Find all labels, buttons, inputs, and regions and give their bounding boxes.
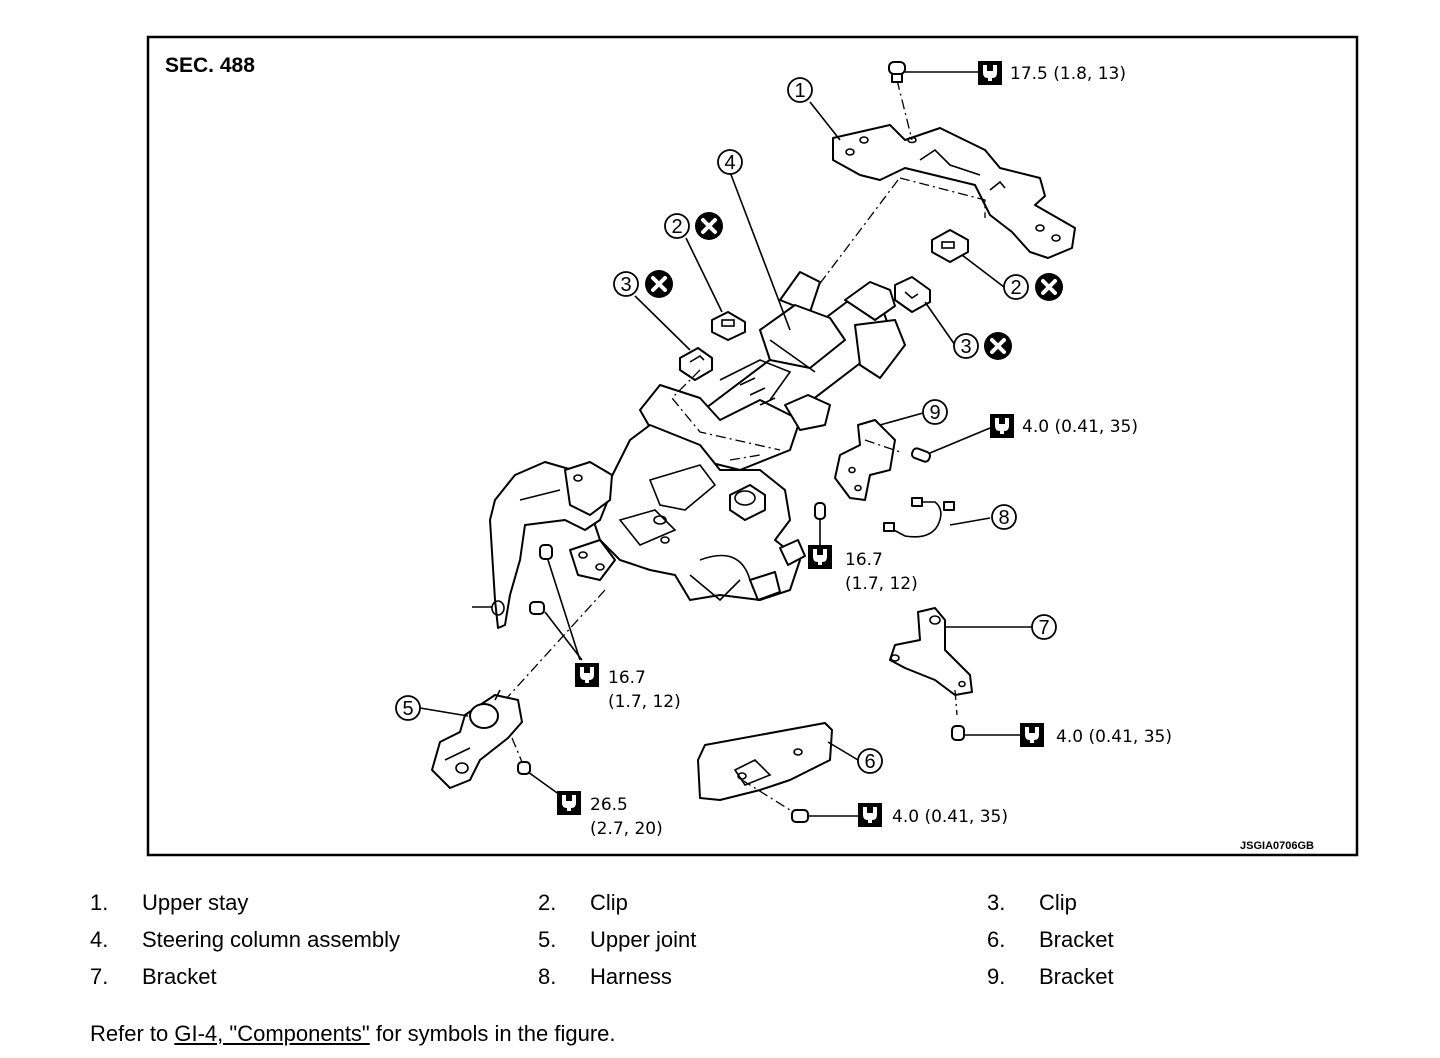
non-reusable-icon <box>1033 271 1065 303</box>
callout-6: 6 <box>827 741 883 774</box>
diagram-frame <box>146 35 1359 857</box>
steering-column-assembly <box>472 271 906 629</box>
bracket-7-bolt <box>951 725 965 741</box>
torque-wrench-icon <box>990 414 1014 438</box>
torque-spec-bracket-7: 4.0 (0.41, 35) <box>1056 727 1172 747</box>
callout-2-left: 2 <box>664 210 725 313</box>
legend-number: 7. <box>90 964 109 989</box>
svg-text:1: 1 <box>794 80 805 102</box>
footnote-suffix: for symbols in the figure. <box>369 1021 616 1046</box>
column-bolt-left <box>529 544 553 615</box>
torque-spec-column-right-2: (1.7, 12) <box>845 574 918 594</box>
callout-9: 9 <box>879 399 948 426</box>
legend-label: Clip <box>590 890 628 915</box>
components-reference-link[interactable]: GI-4, "Components" <box>174 1021 370 1046</box>
bracket-9 <box>834 419 901 501</box>
svg-text:3: 3 <box>620 274 631 296</box>
torque-spec-upper-joint-1: 26.5 <box>590 795 628 815</box>
upper-joint-bolt <box>517 761 531 775</box>
upper-stay <box>832 124 1076 259</box>
figure-code: JSGIA0706GB <box>1240 840 1314 852</box>
legend-number: 1. <box>90 890 109 915</box>
non-reusable-icon <box>643 268 675 300</box>
torque-spec-column-right-1: 16.7 <box>845 550 883 570</box>
bracket-9-bolt <box>910 447 932 463</box>
torque-spec-upper-stay: 17.5 (1.8, 13) <box>1010 64 1126 84</box>
callout-3-left: 3 <box>613 268 691 351</box>
svg-text:3: 3 <box>960 336 971 358</box>
legend-label: Clip <box>1039 890 1077 915</box>
torque-wrench-icon <box>557 791 581 815</box>
svg-text:7: 7 <box>1038 617 1049 639</box>
callout-7: 7 <box>945 614 1057 640</box>
svg-text:5: 5 <box>402 698 413 720</box>
non-reusable-icon <box>982 330 1014 362</box>
torque-wrench-icon <box>858 803 882 827</box>
legend-number: 6. <box>987 927 1006 952</box>
svg-text:4: 4 <box>724 152 735 174</box>
torque-wrench-icon <box>808 545 832 569</box>
torque-spec-column-left-2: (1.7, 12) <box>608 692 681 712</box>
torque-wrench-icon <box>978 61 1002 85</box>
legend-label: Harness <box>590 964 672 989</box>
torque-wrench-icon <box>575 663 599 687</box>
bracket-6 <box>697 722 833 811</box>
legend-number: 9. <box>987 964 1006 989</box>
svg-text:8: 8 <box>998 507 1009 529</box>
legend-number: 2. <box>538 890 557 915</box>
svg-text:2: 2 <box>1010 277 1021 299</box>
svg-text:9: 9 <box>929 402 940 424</box>
bracket-6-bolt <box>791 809 809 823</box>
column-bolt-right <box>814 502 826 520</box>
callout-8: 8 <box>991 504 1017 530</box>
torque-spec-column-left-1: 16.7 <box>608 668 646 688</box>
legend-number: 8. <box>538 964 557 989</box>
footnote: Refer to GI-4, "Components" for symbols … <box>90 1021 616 1047</box>
callout-4: 4 <box>717 149 743 175</box>
torque-spec-bracket-9: 4.0 (0.41, 35) <box>1022 417 1138 437</box>
callout-2-right: 2 <box>961 254 1065 303</box>
legend-label: Bracket <box>142 964 217 989</box>
clip-left-2 <box>711 311 746 341</box>
steering-column-diagram: SEC. 488 JSGIA0706GB 17.5 (1.8, 13) <box>146 35 1359 857</box>
footnote-prefix: Refer to <box>90 1021 175 1046</box>
callout-1: 1 <box>787 77 841 141</box>
callout-3-right: 3 <box>924 301 1014 362</box>
bracket-7 <box>889 607 973 716</box>
non-reusable-icon <box>693 210 725 242</box>
section-label: SEC. 488 <box>165 54 255 77</box>
legend-label: Bracket <box>1039 927 1114 952</box>
legend-label: Upper stay <box>142 890 249 915</box>
legend-number: 4. <box>90 927 109 952</box>
torque-spec-upper-joint-2: (2.7, 20) <box>590 819 663 839</box>
legend-label: Upper joint <box>590 927 697 952</box>
svg-text:2: 2 <box>671 216 682 238</box>
callout-5: 5 <box>395 695 469 721</box>
torque-wrench-icon <box>1020 723 1044 747</box>
clip-left-3 <box>679 347 713 381</box>
upper-stay-bolt <box>888 61 906 83</box>
svg-text:6: 6 <box>864 751 875 773</box>
legend-number: 3. <box>987 890 1006 915</box>
legend-label: Steering column assembly <box>142 927 401 952</box>
legend-number: 5. <box>538 927 557 952</box>
harness <box>883 497 955 538</box>
clip-right-3 <box>894 276 931 313</box>
legend-label: Bracket <box>1039 964 1114 989</box>
upper-joint <box>431 689 523 789</box>
torque-spec-bracket-6: 4.0 (0.41, 35) <box>892 807 1008 827</box>
clip-right-2 <box>931 229 969 263</box>
